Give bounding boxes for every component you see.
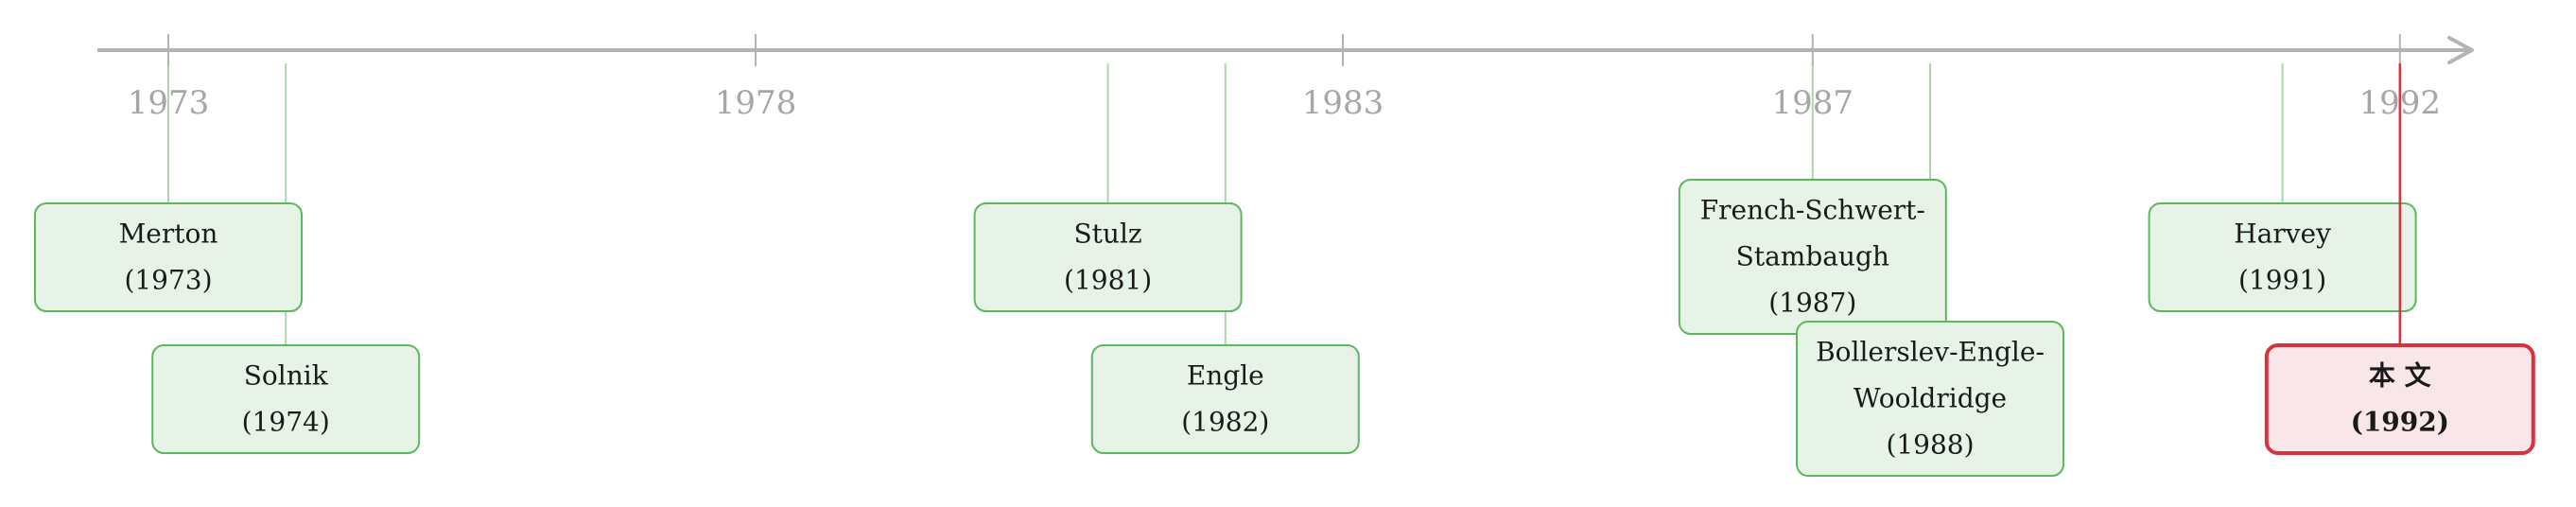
event-box [2148, 202, 2417, 312]
event-box-harvey: Harvey (1991) [2148, 202, 2417, 312]
timeline-year-label: 1983 [1302, 84, 1384, 122]
event-box [1796, 321, 2064, 477]
event-box-stulz: Stulz (1981) [973, 202, 1243, 312]
timeline-arrow-head [2447, 36, 2474, 64]
event-label-line: (1991) [2238, 264, 2326, 295]
event-box-bollerslev-engle-wooldridge: Bollerslev-Engle- Wooldridge (1988) [1796, 321, 2064, 477]
event-label-line: Solnik [244, 359, 329, 391]
timeline-year-label: 1987 [1772, 84, 1854, 122]
event-box [1090, 344, 1360, 454]
event-label-line: (1981) [1064, 264, 1152, 295]
event-label-line: French-Schwert- [1700, 194, 1925, 225]
event-box-this-paper: 本 文 (1992) [2264, 343, 2535, 455]
event-box [34, 202, 303, 312]
event-label-line: Merton [119, 218, 218, 249]
event-label-line: Bollerslev-Engle- [1816, 336, 2045, 367]
event-label-line: (1992) [2351, 406, 2449, 437]
event-box-layer: Merton (1973) Solnik (1974) Stulz (1981) Engle… [34, 179, 2535, 477]
timeline-axis [97, 36, 2474, 64]
event-label-line: (1988) [1886, 428, 1974, 460]
event-label-line: Harvey [2234, 218, 2331, 249]
event-label-line: Wooldridge [1854, 382, 2007, 413]
event-box-engle: Engle (1982) [1090, 344, 1360, 454]
event-box-french-schwert-stambaugh: French-Schwert- Stambaugh (1987) [1678, 179, 1947, 335]
event-box [973, 202, 1243, 312]
timeline-year-label: 1973 [128, 84, 210, 122]
event-box-solnik: Solnik (1974) [151, 344, 421, 454]
event-label-line: Engle [1187, 359, 1264, 391]
event-box-merton: Merton (1973) [34, 202, 303, 312]
timeline-year-label: 1978 [715, 84, 797, 122]
event-label-line: Stambaugh [1736, 240, 1889, 271]
event-box [151, 344, 421, 454]
event-label-line: Stulz [1074, 218, 1142, 249]
event-label-line: 本 文 [2369, 359, 2431, 391]
event-label-line: (1987) [1768, 287, 1856, 318]
event-label-line: (1982) [1181, 406, 1269, 437]
event-label-line: (1974) [242, 406, 330, 437]
event-label-line: (1973) [124, 264, 212, 295]
